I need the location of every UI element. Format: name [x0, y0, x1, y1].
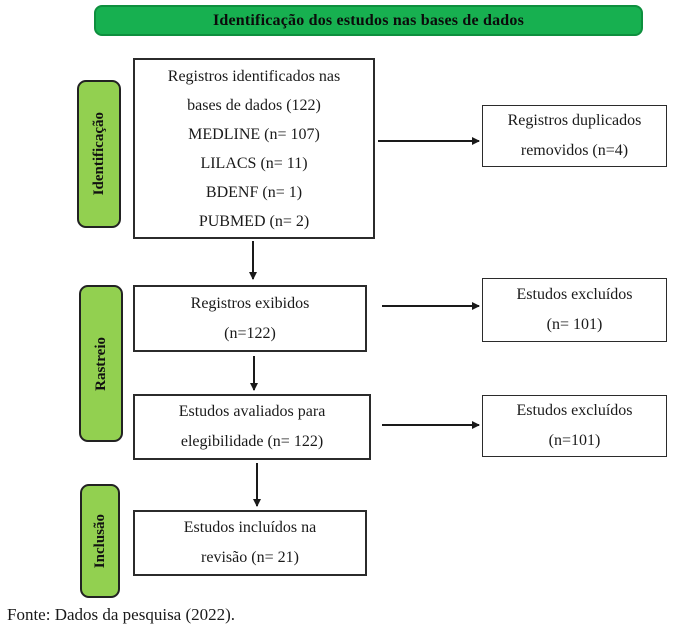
box-line: revisão (n= 21) [201, 549, 299, 566]
box-records-screened: Registros exibidos (n=122) [133, 285, 367, 352]
stage-label-rastreio: Rastreio [79, 285, 123, 442]
box-line: Registros duplicados [507, 112, 642, 129]
box-line: LILACS (n= 11) [200, 154, 308, 172]
box-line: Estudos incluídos na [183, 519, 317, 536]
box-records-identified: Registros identificados nas bases de dad… [133, 58, 375, 239]
stage-label-identificacao-text: Identificação [90, 112, 107, 196]
box-eligibility-assessed: Estudos avaliados para elegibilidade (n=… [133, 394, 371, 460]
stage-label-inclusao: Inclusão [80, 484, 120, 598]
box-line: (n= 101) [546, 316, 603, 333]
box-line: Estudos avaliados para [178, 403, 326, 420]
box-line: (n=101) [548, 432, 601, 449]
box-line: Registros exibidos [190, 294, 310, 312]
box-line: MEDLINE (n= 107) [188, 125, 320, 143]
box-line: Estudos excluídos [516, 286, 633, 303]
box-line: (n=122) [224, 324, 276, 342]
stage-label-inclusao-text: Inclusão [91, 513, 108, 569]
stage-label-identificacao: Identificação [77, 80, 121, 228]
source-note: Fonte: Dados da pesquisa (2022). [7, 605, 236, 624]
title-banner-label: Identificação dos estudos nas bases de d… [212, 11, 525, 29]
box-line: BDENF (n= 1) [205, 183, 303, 201]
title-banner: Identificação dos estudos nas bases de d… [94, 5, 643, 36]
box-studies-included: Estudos incluídos na revisão (n= 21) [133, 510, 367, 576]
stage-label-rastreio-text: Rastreio [92, 336, 109, 391]
box-line: Estudos excluídos [516, 402, 633, 419]
box-excluded-eligibility: Estudos excluídos (n=101) [482, 395, 667, 457]
box-duplicates-removed: Registros duplicados removidos (n=4) [482, 105, 667, 167]
box-line: bases de dados (122) [187, 96, 321, 114]
box-line: elegibilidade (n= 122) [180, 433, 324, 450]
box-line: PUBMED (n= 2) [198, 212, 310, 230]
box-line: Registros identificados nas [167, 67, 341, 85]
box-line: removidos (n=4) [520, 142, 629, 159]
box-excluded-screening: Estudos excluídos (n= 101) [482, 278, 667, 342]
